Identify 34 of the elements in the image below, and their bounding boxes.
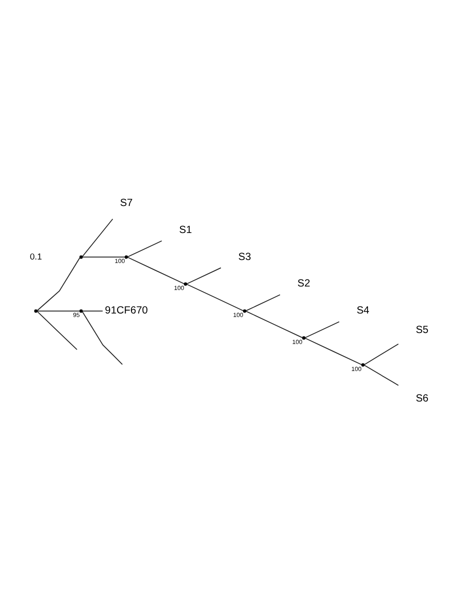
connector [304,320,340,338]
connector [186,283,244,311]
connector [127,240,162,257]
node-point [79,308,83,312]
connector [36,310,80,311]
node-point [79,254,83,258]
node-text: S1 [179,224,192,236]
node-text: S5 [416,324,428,336]
node-point [302,336,306,340]
node-text: S2 [297,278,310,290]
connector [246,294,280,311]
node-point [361,362,365,366]
connector [82,218,114,256]
label: 0.1 [30,250,42,261]
connector [82,310,104,311]
connector [36,310,78,350]
node-text: 91CF670 [104,305,148,316]
connector [364,343,399,365]
node-point [242,308,246,312]
node-point [34,308,38,312]
connector [127,256,184,284]
connector [82,256,126,257]
node-point [184,282,188,286]
connector [364,364,399,386]
connector [82,310,123,364]
node-text: S7 [120,197,133,208]
connector [36,256,80,310]
node-text: S4 [356,305,370,316]
node-point [124,254,128,258]
connector [304,337,362,365]
node-text: S3 [238,251,252,262]
connector [246,310,303,338]
node-text: S6 [416,393,428,404]
connector [186,266,222,284]
